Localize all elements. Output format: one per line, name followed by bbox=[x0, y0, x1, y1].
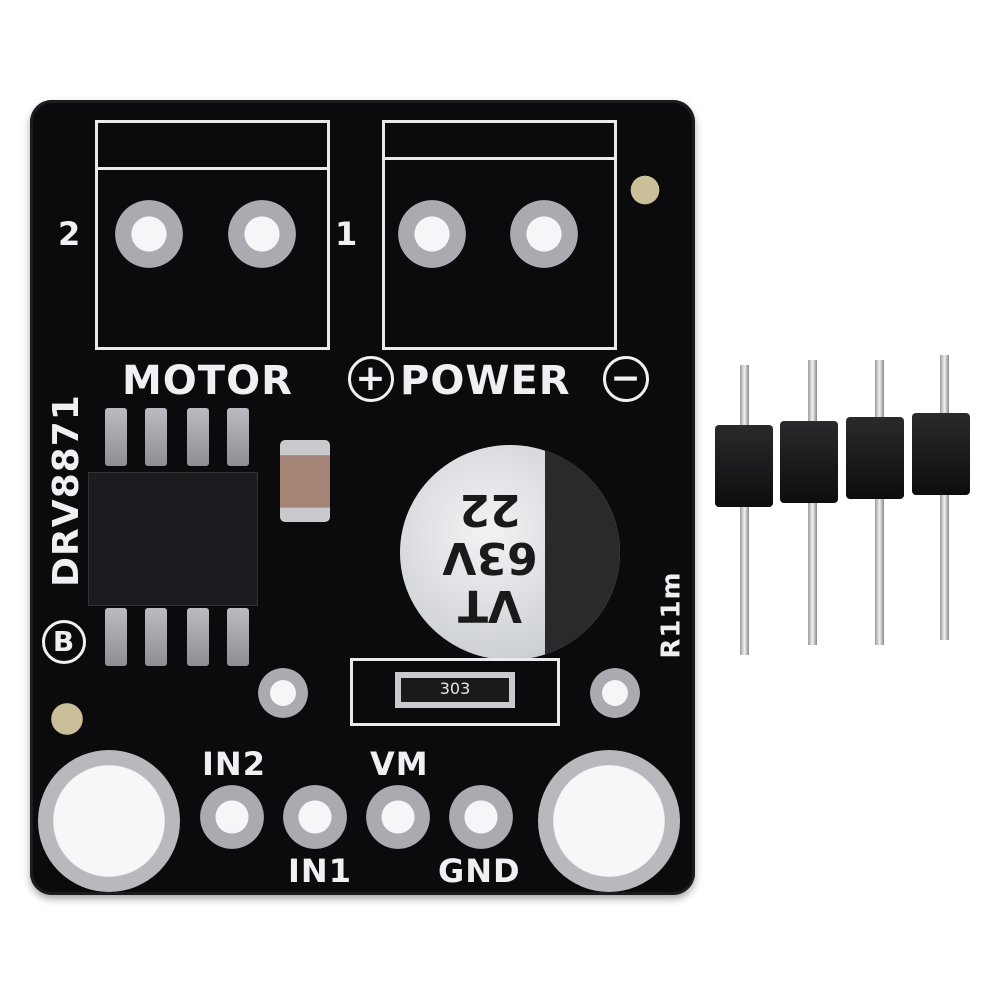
mounting-hole-left bbox=[38, 750, 180, 892]
chip-leg bbox=[227, 408, 249, 466]
pin-label-gnd: GND bbox=[438, 852, 521, 890]
power-label: POWER bbox=[400, 358, 571, 404]
pin-label-vm: VM bbox=[370, 745, 429, 783]
resistor-pad-left bbox=[258, 668, 308, 718]
header-pin bbox=[740, 365, 749, 655]
logo-letter: B bbox=[42, 620, 86, 664]
smd-resistor: 303 bbox=[395, 672, 515, 708]
pin-label-in1: IN1 bbox=[288, 852, 352, 890]
header-plastic bbox=[715, 425, 773, 507]
pin-pad-gnd bbox=[449, 785, 513, 849]
header-pin bbox=[875, 360, 884, 645]
power-plus-symbol: + bbox=[348, 356, 394, 402]
header-plastic bbox=[912, 413, 970, 495]
chip-leg bbox=[145, 408, 167, 466]
power-pad-plus bbox=[398, 200, 466, 268]
header-plastic bbox=[780, 421, 838, 503]
resistor-ref-label: R11m bbox=[656, 571, 687, 659]
chip-leg bbox=[145, 608, 167, 666]
electrolytic-capacitor: VT 63V 22 bbox=[400, 445, 620, 660]
capacitor-marking: VT 63V 22 bbox=[442, 484, 538, 631]
power-terminal-divider bbox=[382, 120, 617, 160]
chip-leg bbox=[227, 608, 249, 666]
motor-terminal-2-label: 2 bbox=[58, 215, 82, 253]
power-minus-symbol: − bbox=[603, 356, 649, 402]
power-terminal-outline bbox=[382, 120, 617, 350]
resistor-pad-right bbox=[590, 668, 640, 718]
pin-label-in2: IN2 bbox=[202, 745, 266, 783]
capacitor-polarity-stripe bbox=[545, 445, 620, 660]
motor-terminal-divider bbox=[95, 120, 330, 170]
pin-pad-vm bbox=[366, 785, 430, 849]
drv8871-chip bbox=[88, 472, 258, 606]
pin-header bbox=[700, 355, 990, 655]
mounting-hole-right bbox=[538, 750, 680, 892]
motor-terminal-1-label: 1 bbox=[335, 215, 359, 253]
header-plastic bbox=[846, 417, 904, 499]
chip-leg bbox=[187, 408, 209, 466]
motor-pad-1 bbox=[228, 200, 296, 268]
pcb-board: 2 1 MOTOR + POWER − DRV8871 VT 63V 22 R1… bbox=[30, 100, 695, 895]
chip-part-label: DRV8871 bbox=[45, 394, 87, 587]
ceramic-capacitor bbox=[280, 440, 330, 522]
mounting-pad-small-left bbox=[44, 696, 90, 742]
power-pad-minus bbox=[510, 200, 578, 268]
motor-label: MOTOR bbox=[122, 358, 293, 404]
chip-leg bbox=[105, 408, 127, 466]
motor-pad-2 bbox=[115, 200, 183, 268]
chip-leg bbox=[105, 608, 127, 666]
motor-terminal-outline bbox=[95, 120, 330, 350]
mounting-pad-small bbox=[625, 170, 665, 210]
header-pin bbox=[940, 355, 949, 640]
chip-leg bbox=[187, 608, 209, 666]
pin-pad-in2 bbox=[200, 785, 264, 849]
pin-pad-in1 bbox=[283, 785, 347, 849]
resistor-outline bbox=[350, 658, 560, 726]
